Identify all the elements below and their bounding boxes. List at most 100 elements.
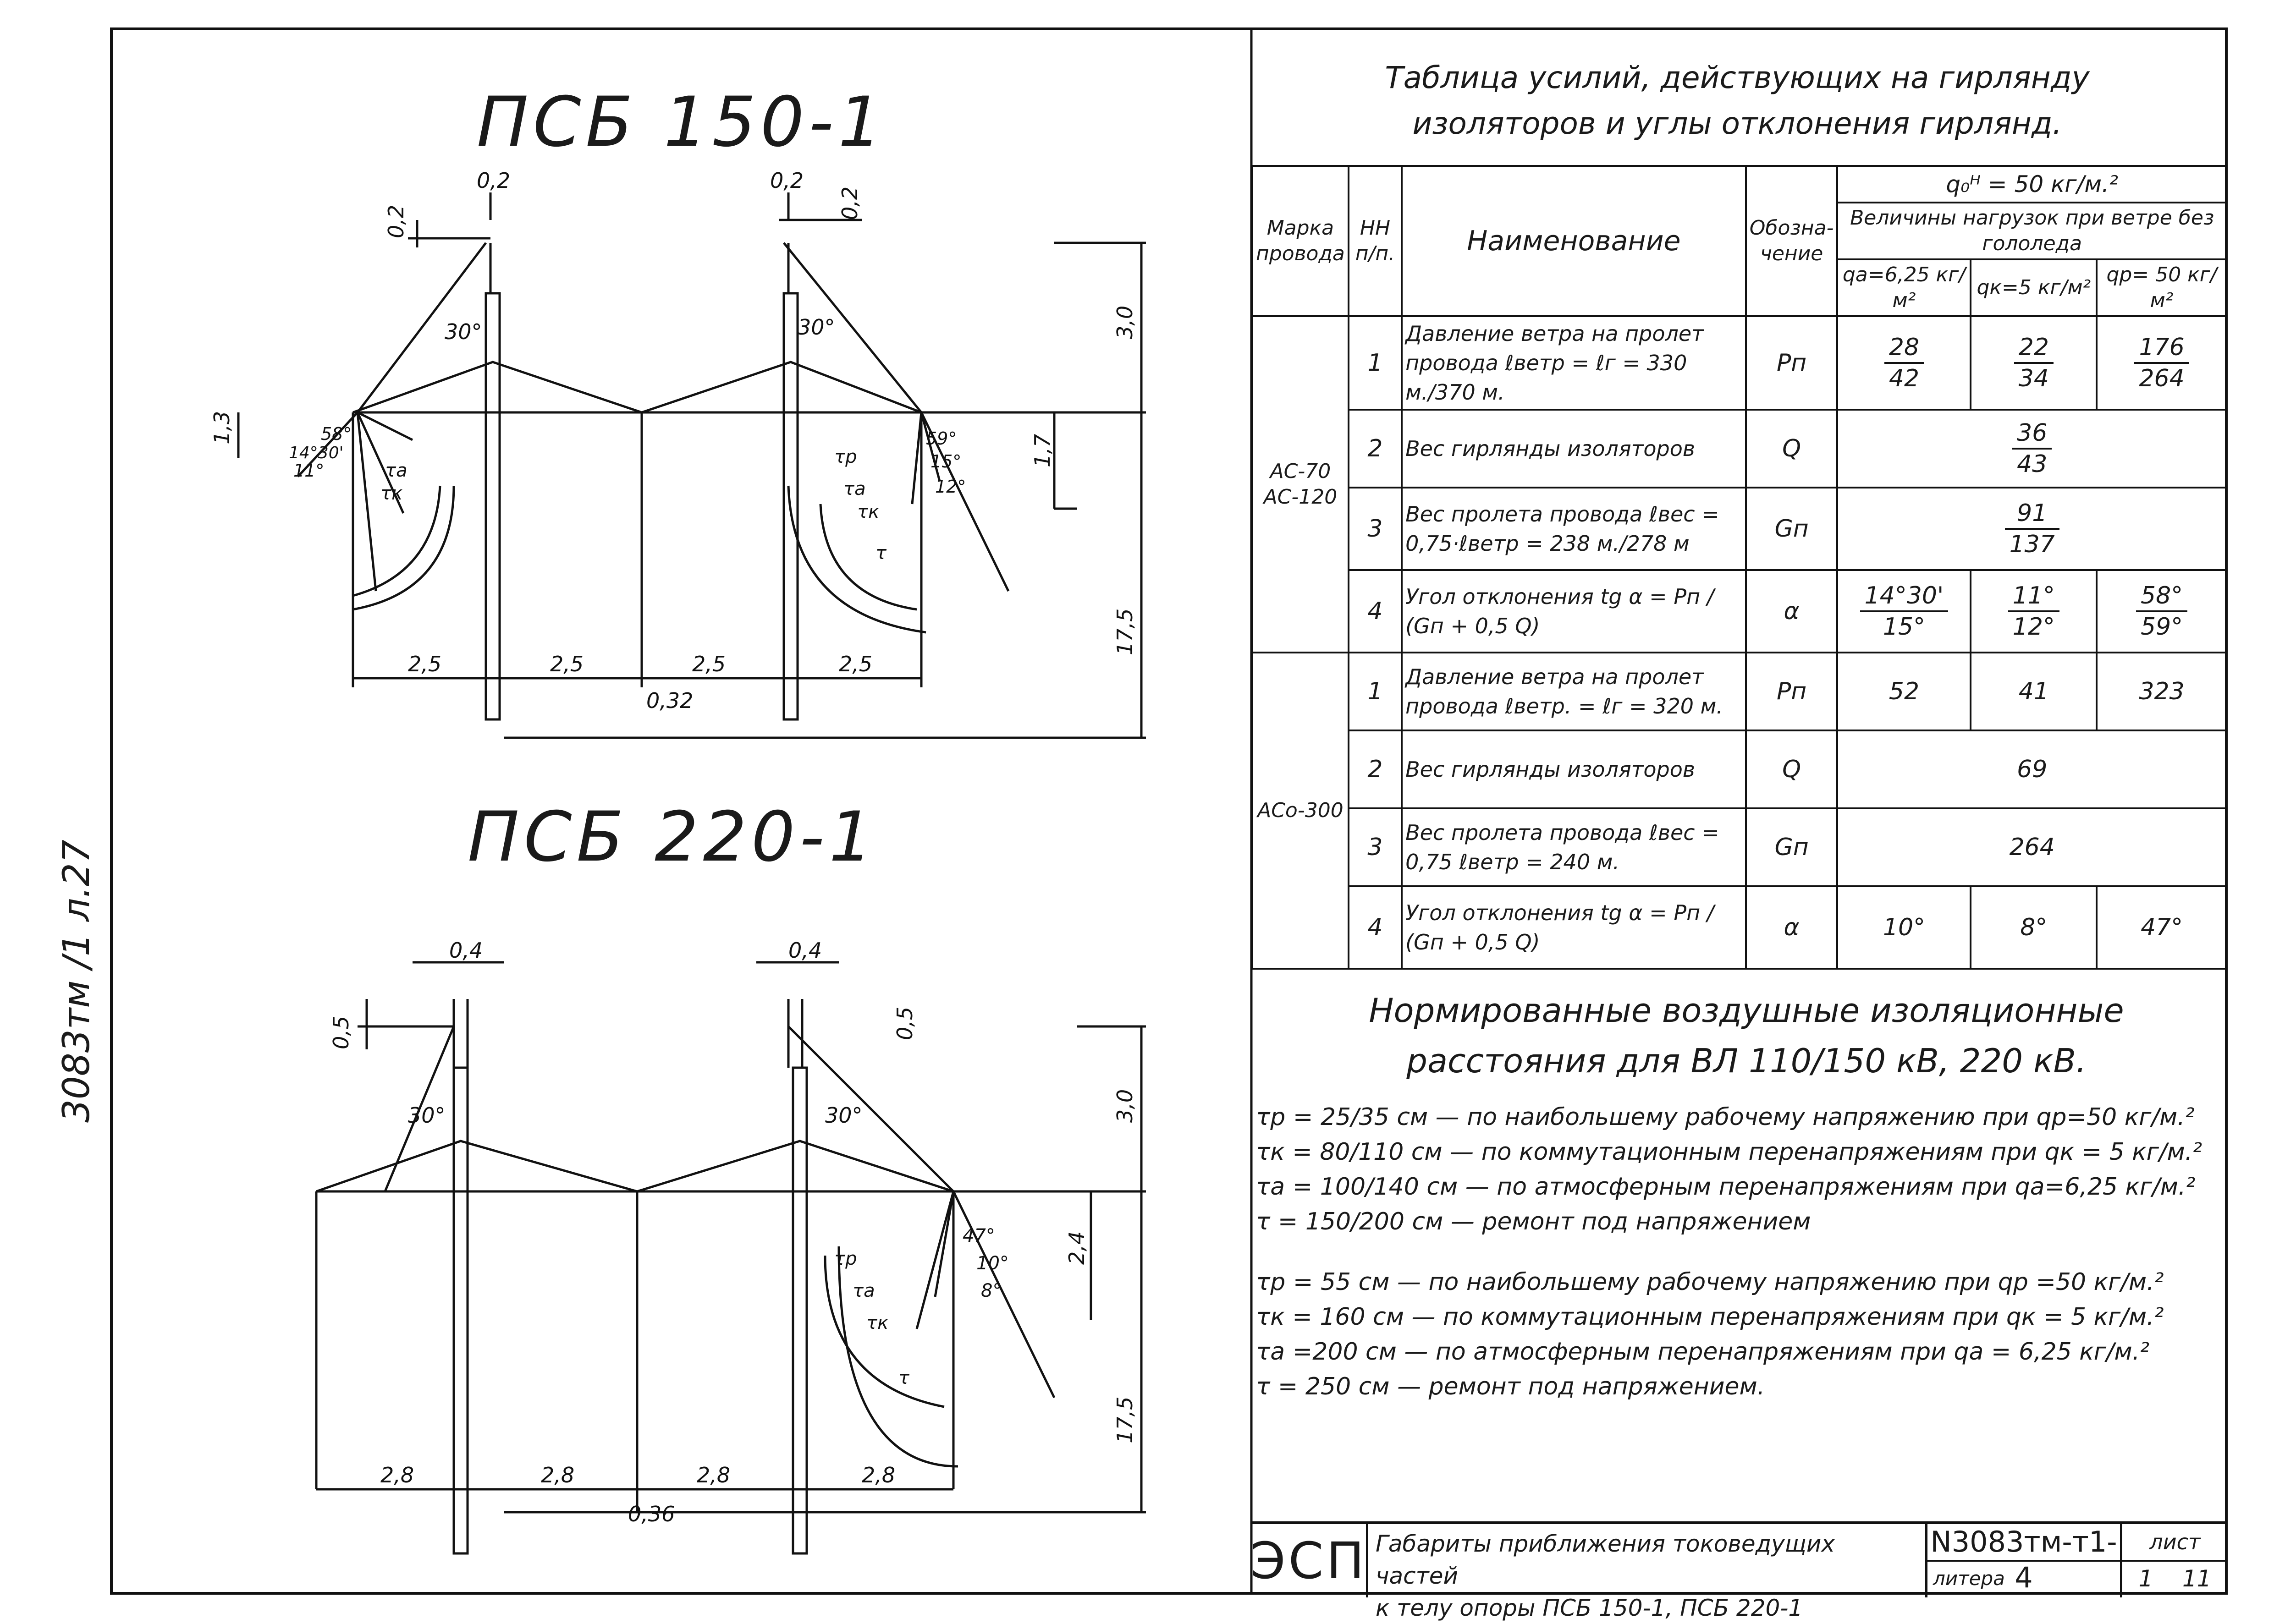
d2-angle-10: 10° bbox=[976, 1253, 1009, 1274]
d1-dim-toph: 0,2 bbox=[384, 205, 408, 238]
d2-dim-s1: 2,8 bbox=[380, 1463, 414, 1487]
d2-dim-h24: 2,4 bbox=[1064, 1231, 1089, 1265]
d2-dim-toph2: 0,5 bbox=[892, 1007, 917, 1040]
table-cell: Таблица усилий, действующих на гирлянду bbox=[1385, 60, 2090, 95]
d2-label-r: τ bbox=[898, 1367, 910, 1388]
d1-dim-s2: 2,5 bbox=[550, 652, 584, 676]
d1-dim-topw2: 0,2 bbox=[770, 168, 804, 193]
d2-dim-h3: 3,0 bbox=[1112, 1089, 1137, 1123]
header-q0: q₀ᴴ = 50 кг/м.² bbox=[1946, 171, 2119, 198]
table-cell: 10° bbox=[1836, 885, 1972, 970]
table-row: 4 Угол отклонения tg α = Pп / (Gп + 0,5 … bbox=[1252, 569, 2228, 653]
d2-label-ra: τa bbox=[853, 1280, 875, 1301]
table-cell: к телу опоры ПСБ 150-1, ПСБ 220-1 bbox=[1376, 1595, 1803, 1621]
diagram2-geometry bbox=[315, 961, 1146, 1555]
table-row: 3 Вес пролета провода ℓвес = 0,75·ℓветр … bbox=[1252, 487, 2228, 571]
header-name: Наименование bbox=[1467, 225, 1681, 257]
table-cell: Вес пролета провода ℓвес = 0,75 ℓветр = … bbox=[1401, 807, 1747, 887]
table-cell: 1 bbox=[1347, 652, 1403, 731]
table-cell: Q bbox=[1745, 409, 1839, 488]
diagram1-title: ПСБ 150-1 bbox=[477, 82, 886, 162]
table-cell: 11 bbox=[2182, 1565, 2212, 1592]
table-cell: 12° bbox=[2012, 613, 2055, 641]
table-cell: Gп bbox=[1745, 807, 1839, 887]
note-line: τк = 160 см — по коммутационным перенапр… bbox=[1256, 1303, 2164, 1331]
table-row: 4 Угол отклонения tg α = Pп / (Gп + 0,5 … bbox=[1252, 885, 2228, 970]
table-cell: 11° bbox=[2008, 581, 2059, 612]
d1-dim-topw: 0,2 bbox=[477, 168, 510, 193]
table-cell: α bbox=[1745, 885, 1839, 970]
forces-table: Марка провода НН п/п. Наименование Обозн… bbox=[1251, 165, 2228, 970]
table-cell: 4 bbox=[1347, 569, 1403, 653]
table-row: АСо-300 1 Давление ветра на пролет прово… bbox=[1251, 652, 2228, 970]
d2-angle-8: 8° bbox=[981, 1280, 1002, 1301]
litera-label: литера bbox=[1933, 1567, 2005, 1590]
table-cell: 43 bbox=[2017, 450, 2048, 478]
d1-dim-s3: 2,5 bbox=[692, 652, 726, 676]
table-cell: 22 bbox=[2014, 333, 2054, 364]
d1-dim-s4: 2,5 bbox=[839, 652, 872, 676]
d2-dim-toph: 0,5 bbox=[329, 1016, 353, 1049]
d1-dim-s1: 2,5 bbox=[408, 652, 441, 676]
group1-mark2: АС-120 bbox=[1263, 485, 1338, 509]
table-cell: 59° bbox=[2141, 613, 2183, 641]
header-loads: Величины нагрузок при ветре без гололеда bbox=[1850, 206, 2214, 255]
table-row: 2 Вес гирлянды изоляторов Q 69 bbox=[1252, 730, 2228, 809]
d1-angle-1430: 14°30' bbox=[289, 444, 344, 462]
table-cell: 176 bbox=[2134, 333, 2189, 364]
table-cell: Gп bbox=[1745, 487, 1839, 571]
table-cell: 3 bbox=[1347, 807, 1403, 887]
d2-angle-30r: 30° bbox=[825, 1103, 863, 1128]
table-cell: 8° bbox=[1970, 885, 2098, 970]
d1-dim-pole: 0,32 bbox=[646, 688, 693, 713]
table-cell: Вес гирлянды изоляторов bbox=[1401, 730, 1747, 809]
group2-mark: АСо-300 bbox=[1257, 799, 1343, 822]
table-cell: Угол отклонения tg α = Pп / (Gп + 0,5 Q) bbox=[1401, 885, 1747, 970]
d1-angle-59: 59° bbox=[926, 428, 957, 449]
drawing-description: Габариты приближения токоведущих частей … bbox=[1368, 1524, 1927, 1621]
d1-label-rk-right: τк bbox=[857, 501, 879, 522]
d2-dim-topw2: 0,4 bbox=[788, 938, 822, 963]
table-cell: Q bbox=[1745, 730, 1839, 809]
table-cell: Вес пролета провода ℓвес = 0,75·ℓветр = … bbox=[1401, 487, 1747, 571]
group1-mark1: АС-70 bbox=[1270, 460, 1331, 483]
table-header-row-2: Величины нагрузок при ветре без гололеда bbox=[1252, 202, 2228, 260]
d2-dim-s2: 2,8 bbox=[541, 1463, 574, 1487]
table-cell: α bbox=[1745, 569, 1839, 653]
table-cell: изоляторов и углы отклонения гирлянд. bbox=[1412, 106, 2062, 141]
d1-dim-h3: 3,0 bbox=[1112, 306, 1137, 339]
d1-label-rk: τк bbox=[380, 483, 402, 504]
note-line: τ = 150/200 см — ремонт под напряжением bbox=[1256, 1208, 1811, 1235]
table-cell: 91 bbox=[2004, 499, 2059, 530]
table-cell: 323 bbox=[2096, 652, 2228, 731]
table-cell: Pп bbox=[1745, 652, 1839, 731]
table-cell: Давление ветра на пролет провода ℓветр. … bbox=[1401, 652, 1747, 731]
note-line: τр = 55 см — по наибольшему рабочему нап… bbox=[1256, 1268, 2164, 1296]
table-header-row-3: qa=6,25 кг/м² qк=5 кг/м² qр= 50 кг/м² bbox=[1252, 258, 2228, 317]
d1-angle-30l: 30° bbox=[445, 319, 482, 344]
d2-dim-s3: 2,8 bbox=[697, 1463, 730, 1487]
d1-angle-12: 12° bbox=[935, 477, 966, 497]
d1-angle-58: 58° bbox=[321, 424, 352, 444]
table-cell: 34 bbox=[2018, 365, 2049, 392]
diagram2-title: ПСБ 220-1 bbox=[468, 797, 877, 877]
table-cell: 264 bbox=[2139, 365, 2185, 392]
header-num: НН п/п. bbox=[1355, 216, 1395, 265]
d2-label-rp: τр bbox=[834, 1248, 857, 1269]
sheet-label: лист bbox=[2122, 1524, 2228, 1562]
header-symbol: Обозна-чение bbox=[1749, 216, 1834, 265]
d2-label-rk: τк bbox=[866, 1312, 888, 1333]
table-cell: 1 bbox=[2138, 1565, 2153, 1592]
d1-angle-11: 11° bbox=[293, 461, 324, 481]
d1-angle-30r: 30° bbox=[798, 315, 835, 340]
table-cell: 58° bbox=[2136, 581, 2188, 612]
norm-notes-150: τр = 25/35 см — по наибольшему рабочему … bbox=[1256, 1100, 2202, 1239]
table-cell: 69 bbox=[1836, 730, 2228, 809]
d2-angle-30l: 30° bbox=[408, 1103, 446, 1128]
note-line: τа = 100/140 см — по атмосферным перенап… bbox=[1256, 1173, 2196, 1201]
table-cell: Pп bbox=[1745, 315, 1839, 411]
table-cell: 2 bbox=[1347, 409, 1403, 488]
d1-angle-15: 15° bbox=[931, 451, 961, 472]
d2-angle-47: 47° bbox=[963, 1225, 995, 1246]
